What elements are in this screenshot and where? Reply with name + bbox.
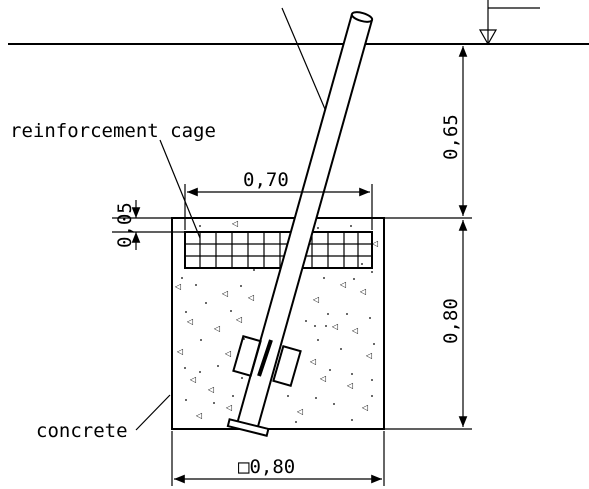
dim-depth-block: 0,80 — [384, 217, 472, 430]
water-level-symbol — [478, 0, 540, 46]
svg-text:◁: ◁ — [346, 381, 353, 390]
concrete-aggregate: ◁ ◁ ◁ ◁ ◁ ◁ ◁ ◁ ◁ ◁ ◁ ◁ ◁ ◁ ◁ ◁ ◁ ◁ ◁ ◁ … — [174, 219, 378, 423]
dim-cover: 0,05 — [112, 200, 185, 250]
dim-cage-width-label: 0,70 — [243, 169, 289, 191]
svg-text:◁: ◁ — [361, 403, 368, 412]
svg-text:◁: ◁ — [371, 239, 378, 248]
svg-text:◁: ◁ — [296, 407, 303, 416]
dim-cover-label: 0,05 — [114, 202, 136, 248]
anchor-plates — [232, 334, 302, 388]
svg-text:◁: ◁ — [221, 289, 228, 298]
base-plate — [226, 418, 270, 437]
dim-block-width-label: □0,80 — [238, 456, 295, 478]
pole — [236, 11, 374, 431]
svg-text:◁: ◁ — [319, 374, 326, 383]
svg-text:◁: ◁ — [213, 324, 220, 333]
dim-block-width: □0,80 — [171, 431, 385, 486]
svg-text:◁: ◁ — [186, 317, 193, 326]
svg-text:◁: ◁ — [189, 375, 196, 384]
svg-text:◁: ◁ — [247, 293, 254, 302]
concrete-block — [171, 217, 385, 430]
svg-text:◁: ◁ — [351, 326, 358, 335]
svg-text:◁: ◁ — [235, 315, 242, 324]
reinforcement-label: reinforcement cage — [10, 120, 216, 142]
svg-text:◁: ◁ — [331, 322, 338, 331]
svg-text:◁: ◁ — [207, 385, 214, 394]
svg-text:◁: ◁ — [225, 403, 232, 412]
reinforcement-leader — [159, 139, 201, 239]
dim-depth-upper-label: 0,65 — [440, 114, 462, 160]
svg-text:◁: ◁ — [365, 351, 372, 360]
svg-text:◁: ◁ — [195, 411, 202, 420]
concrete-label: concrete — [36, 420, 128, 442]
svg-text:◁: ◁ — [231, 219, 238, 228]
reinforcement-cage-grid — [184, 231, 373, 269]
svg-text:◁: ◁ — [309, 357, 316, 366]
svg-text:◁: ◁ — [224, 349, 231, 358]
dim-depth-upper: 0,65 — [440, 45, 468, 216]
dim-depth-block-label: 0,80 — [440, 298, 462, 344]
svg-text:◁: ◁ — [359, 287, 366, 296]
svg-text:◁: ◁ — [312, 295, 319, 304]
svg-text:◁: ◁ — [174, 282, 181, 291]
concrete-leader — [135, 394, 171, 431]
svg-text:◁: ◁ — [176, 347, 183, 356]
svg-text:◁: ◁ — [339, 280, 346, 289]
dim-cage-width: 0,70 — [184, 169, 373, 230]
